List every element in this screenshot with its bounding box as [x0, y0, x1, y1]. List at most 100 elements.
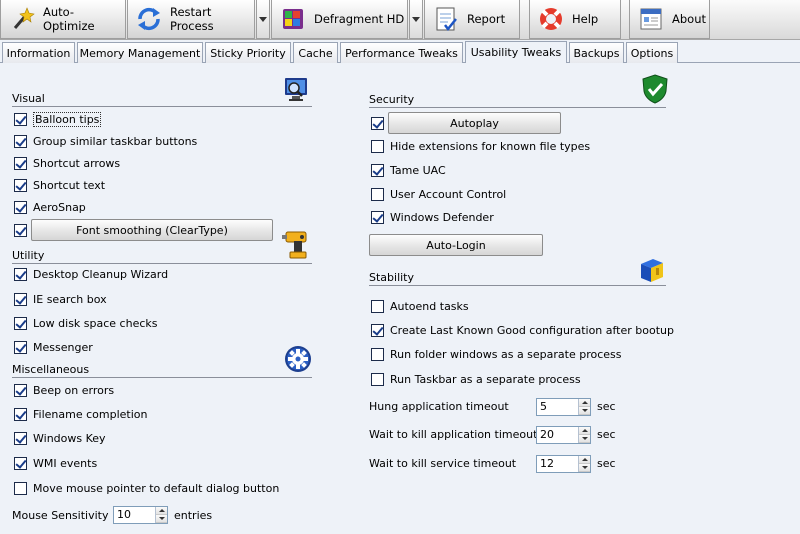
desktop-cleanup-checkbox[interactable]	[14, 267, 27, 281]
low-disk-space-checkbox[interactable]	[14, 316, 27, 330]
spinner-down-icon[interactable]	[579, 464, 590, 472]
security-section-divider	[369, 107, 666, 108]
about-button[interactable]: About	[629, 0, 710, 39]
aerosnap-option[interactable]: AeroSnap	[14, 199, 86, 215]
wmi-events-option[interactable]: WMI events	[14, 455, 97, 471]
tab-backups[interactable]: Backups	[569, 42, 624, 63]
balloon-tips-option[interactable]: Balloon tips	[14, 111, 102, 127]
balloon-tips-checkbox[interactable]	[14, 112, 27, 126]
hung-app-timeout-label: Hung application timeout	[369, 400, 509, 413]
kill-service-timeout-label: Wait to kill service timeout	[369, 457, 517, 470]
balloon-tips-label: Balloon tips	[33, 111, 102, 127]
separate-taskbar-process-option[interactable]: Run Taskbar as a separate process	[371, 371, 581, 387]
shortcut-arrows-checkbox[interactable]	[14, 156, 27, 170]
hide-extensions-checkbox[interactable]	[371, 139, 384, 153]
windows-key-option[interactable]: Windows Key	[14, 430, 106, 446]
auto-login-button[interactable]: Auto-Login	[369, 234, 543, 256]
hide-extensions-option[interactable]: Hide extensions for known file types	[371, 138, 590, 154]
spinner-down-icon[interactable]	[579, 435, 590, 443]
beep-on-errors-checkbox[interactable]	[14, 383, 27, 397]
spinner-down-icon[interactable]	[579, 407, 590, 415]
ie-search-box-checkbox[interactable]	[14, 292, 27, 306]
spinner-down-icon[interactable]	[156, 515, 167, 523]
messenger-option[interactable]: Messenger	[14, 339, 93, 355]
shortcut-arrows-option[interactable]: Shortcut arrows	[14, 155, 120, 171]
kill-service-timeout-spinner[interactable]: 12	[536, 455, 591, 473]
auto-optimize-button[interactable]: Auto-Optimize	[0, 0, 126, 39]
windows-defender-option[interactable]: Windows Defender	[371, 209, 494, 225]
separate-folder-process-checkbox[interactable]	[371, 347, 384, 361]
filename-completion-checkbox[interactable]	[14, 407, 27, 421]
user-account-control-checkbox[interactable]	[371, 187, 384, 201]
separate-taskbar-process-checkbox[interactable]	[371, 372, 384, 386]
windows-defender-checkbox[interactable]	[371, 210, 384, 224]
low-disk-space-option[interactable]: Low disk space checks	[14, 315, 158, 331]
defragment-dropdown[interactable]	[409, 0, 423, 39]
tab-information[interactable]: Information	[2, 42, 75, 63]
group-taskbar-checkbox[interactable]	[14, 134, 27, 148]
last-known-good-option[interactable]: Create Last Known Good configuration aft…	[371, 322, 674, 338]
tab-performance-tweaks[interactable]: Performance Tweaks	[340, 42, 463, 63]
report-icon	[433, 6, 459, 32]
font-smoothing-option	[14, 222, 33, 238]
ie-search-box-option[interactable]: IE search box	[14, 291, 107, 307]
last-known-good-label: Create Last Known Good configuration aft…	[390, 323, 674, 337]
defrag-icon	[280, 6, 306, 32]
autoend-tasks-label: Autoend tasks	[390, 299, 469, 313]
separate-taskbar-process-label: Run Taskbar as a separate process	[390, 372, 581, 386]
messenger-checkbox[interactable]	[14, 340, 27, 354]
restart-process-dropdown[interactable]	[256, 0, 270, 39]
last-known-good-checkbox[interactable]	[371, 323, 384, 337]
filename-completion-option[interactable]: Filename completion	[14, 406, 147, 422]
shield-check-icon	[641, 74, 669, 107]
misc-section-divider	[12, 377, 312, 378]
tame-uac-checkbox[interactable]	[371, 163, 384, 177]
lifebuoy-icon	[538, 6, 564, 32]
windows-key-checkbox[interactable]	[14, 431, 27, 445]
help-button[interactable]: Help	[529, 0, 621, 39]
spinner-up-icon[interactable]	[579, 456, 590, 464]
kill-app-timeout-value[interactable]: 20	[540, 428, 554, 441]
user-account-control-option[interactable]: User Account Control	[371, 186, 506, 202]
wmi-events-checkbox[interactable]	[14, 456, 27, 470]
tab-sticky-priority[interactable]: Sticky Priority	[205, 42, 291, 63]
font-smoothing-checkbox[interactable]	[14, 223, 27, 237]
move-mouse-pointer-option[interactable]: Move mouse pointer to default dialog but…	[14, 480, 279, 496]
shortcut-text-option[interactable]: Shortcut text	[14, 177, 105, 193]
defragment-button[interactable]: Defragment HD	[271, 0, 408, 39]
report-button[interactable]: Report	[424, 0, 520, 39]
autoend-tasks-option[interactable]: Autoend tasks	[371, 298, 469, 314]
tab-options[interactable]: Options	[626, 42, 678, 63]
restart-process-button[interactable]: Restart Process	[127, 0, 255, 39]
spinner-up-icon[interactable]	[156, 507, 167, 515]
kill-service-timeout-unit: sec	[597, 457, 616, 470]
desktop-cleanup-option[interactable]: Desktop Cleanup Wizard	[14, 266, 168, 282]
wmi-events-label: WMI events	[33, 456, 98, 470]
mouse-sensitivity-spinner[interactable]: 10	[113, 506, 168, 524]
spinner-up-icon[interactable]	[579, 399, 590, 407]
visual-section-divider	[12, 106, 312, 107]
autoplay-checkbox[interactable]	[371, 116, 384, 130]
spinner-up-icon[interactable]	[579, 427, 590, 435]
desktop-cleanup-label: Desktop Cleanup Wizard	[33, 267, 169, 281]
tab-memory-management[interactable]: Memory Management	[77, 42, 203, 63]
kill-app-timeout-spinner[interactable]: 20	[536, 426, 591, 444]
separate-folder-process-label: Run folder windows as a separate process	[390, 347, 622, 361]
tab-usability-tweaks[interactable]: Usability Tweaks	[465, 41, 567, 63]
tab-cache[interactable]: Cache	[293, 42, 338, 63]
tame-uac-option[interactable]: Tame UAC	[371, 162, 446, 178]
autoplay-button[interactable]: Autoplay	[388, 112, 561, 134]
hung-app-timeout-spinner[interactable]: 5	[536, 398, 591, 416]
aerosnap-checkbox[interactable]	[14, 200, 27, 214]
font-smoothing-button[interactable]: Font smoothing (ClearType)	[31, 219, 273, 241]
move-mouse-pointer-checkbox[interactable]	[14, 481, 27, 495]
beep-on-errors-option[interactable]: Beep on errors	[14, 382, 114, 398]
group-taskbar-option[interactable]: Group similar taskbar buttons	[14, 133, 197, 149]
shortcut-text-checkbox[interactable]	[14, 178, 27, 192]
autoend-tasks-checkbox[interactable]	[371, 299, 384, 313]
kill-service-timeout-value[interactable]: 12	[540, 457, 554, 470]
hung-app-timeout-value[interactable]: 5	[540, 400, 547, 413]
mouse-sensitivity-value[interactable]: 10	[117, 508, 131, 521]
separate-folder-process-option[interactable]: Run folder windows as a separate process	[371, 346, 622, 362]
restart-process-label: Restart Process	[170, 5, 214, 33]
